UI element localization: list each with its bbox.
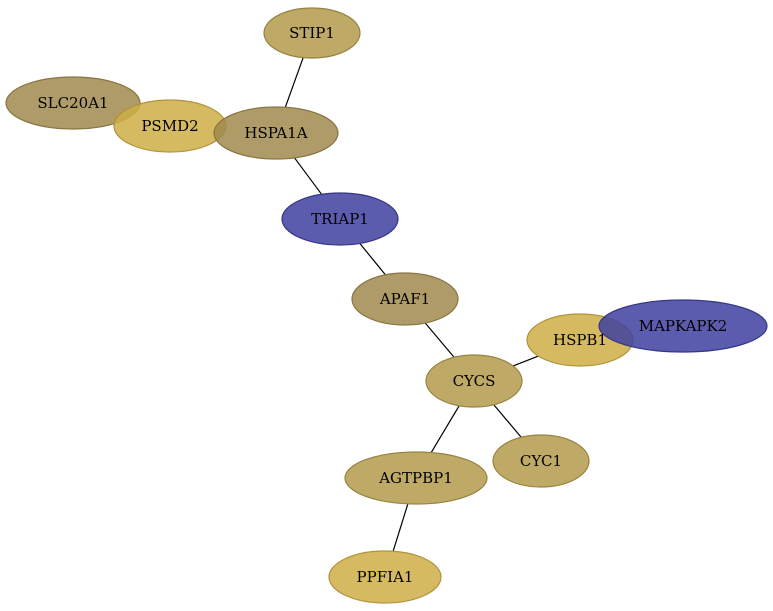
node-shape-cyc1 (492, 434, 590, 488)
node-shape-hspa1a (213, 106, 339, 160)
node-label-apaf1: APAF1 (379, 290, 430, 308)
node-cycs[interactable]: CYCS (425, 354, 523, 408)
node-label-stip1: STIP1 (289, 24, 335, 42)
node-shape-apaf1 (351, 272, 459, 326)
node-shape-agtpbp1 (344, 451, 488, 505)
node-shape-triap1 (281, 192, 399, 246)
node-psmd2[interactable]: PSMD2 (113, 99, 227, 153)
node-label-triap1: TRIAP1 (311, 210, 369, 228)
node-label-hspa1a: HSPA1A (244, 124, 307, 142)
edge-cycs-hspb1 (512, 355, 539, 367)
node-triap1[interactable]: TRIAP1 (281, 192, 399, 246)
edge-stip1-hspa1a (284, 57, 304, 108)
node-mapkapk2[interactable]: MAPKAPK2 (598, 299, 768, 353)
node-label-psmd2: PSMD2 (141, 117, 198, 135)
node-shape-cycs (425, 354, 523, 408)
edge-agtpbp1-ppfia1 (392, 503, 409, 552)
edge-cycs-cyc1 (493, 404, 522, 438)
node-label-slc20a1: SLC20A1 (37, 94, 108, 112)
edge-cycs-agtpbp1 (430, 405, 460, 453)
edge-apaf1-cycs (424, 322, 455, 358)
node-stip1[interactable]: STIP1 (263, 7, 361, 59)
edge-triap1-apaf1 (359, 243, 386, 276)
node-slc20a1[interactable]: SLC20A1 (5, 76, 141, 130)
node-label-cyc1: CYC1 (520, 452, 562, 470)
node-label-mapkapk2: MAPKAPK2 (639, 317, 728, 335)
edge-hspa1a-triap1 (294, 157, 323, 195)
node-apaf1[interactable]: APAF1 (351, 272, 459, 326)
node-shape-ppfia1 (328, 550, 442, 604)
node-label-agtpbp1: AGTPBP1 (378, 469, 453, 487)
node-shape-slc20a1 (5, 76, 141, 130)
edges-layer (284, 57, 539, 552)
node-shape-mapkapk2 (598, 299, 768, 353)
node-shape-stip1 (263, 7, 361, 59)
node-hspa1a[interactable]: HSPA1A (213, 106, 339, 160)
node-agtpbp1[interactable]: AGTPBP1 (344, 451, 488, 505)
node-ppfia1[interactable]: PPFIA1 (328, 550, 442, 604)
node-label-ppfia1: PPFIA1 (357, 568, 414, 586)
node-label-cycs: CYCS (453, 372, 496, 390)
node-label-hspb1: HSPB1 (553, 331, 607, 349)
node-cyc1[interactable]: CYC1 (492, 434, 590, 488)
